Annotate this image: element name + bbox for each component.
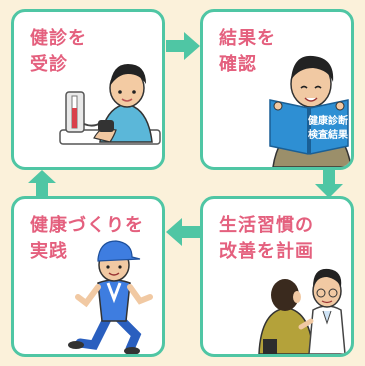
runner-icon [68,240,153,354]
arrow-down-icon [315,170,343,198]
step-card-consultation: 健診を 受診 [11,9,165,170]
step-label-line1: 健康づくりを [30,215,144,236]
step-label-check-results: 結果を 確認 [219,26,276,78]
step-label-consultation: 健診を 受診 [30,26,87,78]
arrow-up-icon [28,170,56,196]
step-card-healthy-habits: 健康づくりを 実践 [11,196,165,357]
step-label-healthy-habits: 健康づくりを 実践 [30,213,144,265]
book-icon: 健康診断 検査結果 [269,99,349,155]
step-label-line2: 改善を計画 [219,241,314,262]
step-label-line2: 実践 [30,241,68,262]
step-card-plan-improvement: 生活習慣の 改善を計画 [200,196,354,357]
book-title-line2: 検査結果 [308,128,349,141]
arrow-right-icon [166,32,200,60]
step-label-line2: 確認 [219,54,257,75]
step-label-line1: 健診を [30,28,87,49]
doctor-consultation-illustration [258,268,346,354]
doctor-icon [298,268,346,354]
step-label-plan-improvement: 生活習慣の 改善を計画 [219,213,314,265]
arrow-left-icon [166,218,200,246]
book-title-line1: 健康診断 [308,114,348,127]
blood-pressure-exam-illustration [59,64,161,145]
blood-pressure-monitor-icon [65,91,103,133]
step-label-line2: 受診 [30,54,68,75]
step-label-line1: 生活習慣の [219,215,314,236]
step-label-line1: 結果を [219,28,276,49]
